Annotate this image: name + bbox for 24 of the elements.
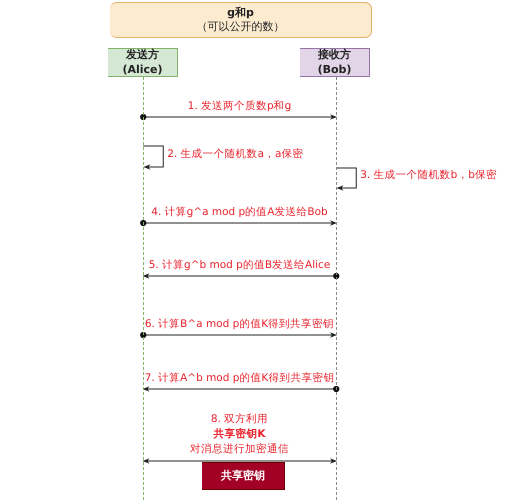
- node-text: g和p: [227, 6, 254, 20]
- node-text: 接收方 (Bob): [316, 48, 352, 77]
- self-message-arrow: [336, 168, 357, 191]
- node-text: （可以公开的数）: [196, 20, 284, 34]
- lifeline: [336, 77, 337, 500]
- node-text: 发送方 (Alice): [121, 48, 164, 77]
- message-arrow: [140, 332, 337, 338]
- edge-label: 5. 计算g^b mod p的值B发送给Alice: [148, 259, 332, 273]
- info-banner: [110, 2, 372, 38]
- node-text: 共享密钥: [221, 468, 265, 484]
- edge-label: 6. 计算B^a mod p的值K得到共享密钥: [144, 318, 336, 332]
- message-arrow: [142, 272, 340, 280]
- message-arrow: [142, 386, 340, 392]
- self-message-arrow: [142, 146, 164, 170]
- edge-label: 7. 计算A^b mod p的值K得到共享密钥: [144, 372, 336, 386]
- message-arrow: [140, 114, 337, 120]
- participant-box: [108, 48, 178, 77]
- edge-label: 4. 计算g^a mod p的值A发送给Bob: [150, 206, 329, 220]
- shared-key-box: [202, 462, 285, 490]
- edge-label: 1. 发送两个质数p和g: [186, 100, 292, 114]
- message-arrow: [140, 220, 337, 226]
- participant-box: [300, 48, 370, 77]
- message-arrow: [142, 458, 337, 464]
- lifeline: [142, 77, 144, 500]
